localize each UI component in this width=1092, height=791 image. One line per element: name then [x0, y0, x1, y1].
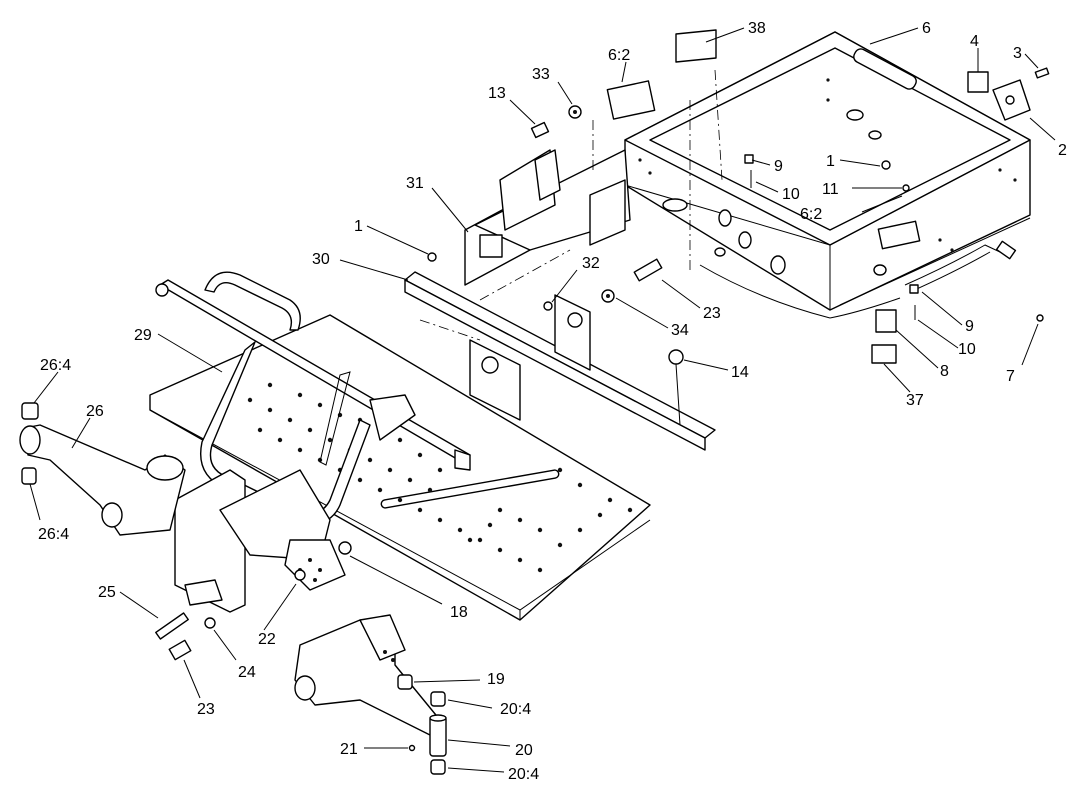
decal-part-37	[871, 344, 897, 364]
callout-1-left: 1	[354, 218, 363, 235]
nut-part-1-left	[427, 252, 437, 262]
callout-30: 30	[312, 251, 330, 268]
bolt-part-13	[530, 121, 550, 139]
assembly-centerlines	[419, 69, 723, 341]
callout-32: 32	[582, 255, 600, 272]
callout-33: 33	[532, 66, 550, 83]
callout-14: 14	[731, 364, 749, 381]
bushing-part-20-4-top	[430, 691, 446, 707]
bolt-part-23-upper	[633, 258, 663, 282]
callout-7: 7	[1006, 368, 1015, 385]
callout-13: 13	[488, 85, 506, 102]
lower-pivot-arm	[294, 614, 447, 775]
nut-part-32	[543, 301, 553, 311]
callout-6: 6	[922, 20, 931, 37]
knob-part-14	[668, 349, 684, 365]
clip-part-9-top	[744, 154, 754, 164]
bushing-part-19	[397, 674, 413, 690]
wire-harness	[904, 240, 1044, 322]
nut-part-24	[204, 617, 216, 629]
callout-37: 37	[906, 392, 924, 409]
callout-11: 11	[822, 181, 839, 198]
callout-24: 24	[238, 664, 256, 681]
callout-38: 38	[748, 20, 766, 37]
callout-9-top: 9	[774, 158, 783, 175]
decal-part-38	[675, 29, 717, 63]
callout-23-lower: 23	[197, 701, 215, 718]
callout-8: 8	[940, 363, 949, 380]
callout-18: 18	[450, 604, 468, 621]
callout-6-2-bottom: 6:2	[800, 206, 822, 223]
hopper-box	[624, 31, 1031, 319]
floor-pan	[149, 314, 651, 621]
callout-23-upper: 23	[703, 305, 721, 322]
clip-part-9-bottom	[909, 284, 919, 294]
callout-labels: 38 6 4 3 2 6:2 33 13 9 1 10 11 6:2 31 1 …	[38, 20, 1067, 783]
spindle-part-20	[429, 715, 447, 757]
bolt-part-23-lower	[168, 639, 192, 661]
hardware	[155, 105, 919, 752]
callout-20-4-top: 20:4	[500, 701, 531, 718]
callout-29: 29	[134, 327, 152, 344]
callout-20-4-bottom: 20:4	[508, 766, 539, 783]
decal-part-8	[875, 309, 897, 333]
nut-part-1-right	[881, 160, 891, 170]
bracket-part-31-plate	[479, 234, 503, 258]
bracket-part-2	[992, 79, 1031, 121]
callout-1-right: 1	[826, 153, 835, 170]
left-pivot-arm	[19, 402, 186, 536]
mount-bracket-assembly	[464, 149, 631, 286]
decal-part-4	[967, 71, 989, 93]
pin-part-25	[155, 612, 189, 640]
callout-31: 31	[406, 175, 424, 192]
callout-20: 20	[515, 742, 533, 759]
callout-19: 19	[487, 671, 505, 688]
tube-frame	[155, 271, 471, 525]
callout-4: 4	[970, 33, 979, 50]
decal-part-6-2-top	[606, 80, 656, 120]
callout-6-2-top: 6:2	[608, 47, 630, 64]
front-support	[174, 469, 352, 613]
bolt-part-3	[1034, 67, 1050, 79]
callout-10-bottom: 10	[958, 341, 976, 358]
callout-9-bottom: 9	[965, 318, 974, 335]
callout-34: 34	[671, 322, 689, 339]
bushing-part-20-4-bottom	[430, 759, 446, 775]
callout-26: 26	[86, 403, 104, 420]
fitting-part-21	[408, 744, 416, 752]
cross-beam	[404, 271, 716, 451]
callout-10-top: 10	[782, 186, 800, 203]
callout-26-4-top: 26:4	[40, 357, 71, 374]
callout-2: 2	[1058, 142, 1067, 159]
callout-21: 21	[340, 741, 358, 758]
nut-part-11	[902, 184, 910, 192]
callout-3: 3	[1013, 45, 1022, 62]
callout-22: 22	[258, 631, 276, 648]
leader-lines	[29, 27, 1056, 773]
callout-26-4-bottom: 26:4	[38, 526, 69, 543]
callout-25: 25	[98, 584, 116, 601]
